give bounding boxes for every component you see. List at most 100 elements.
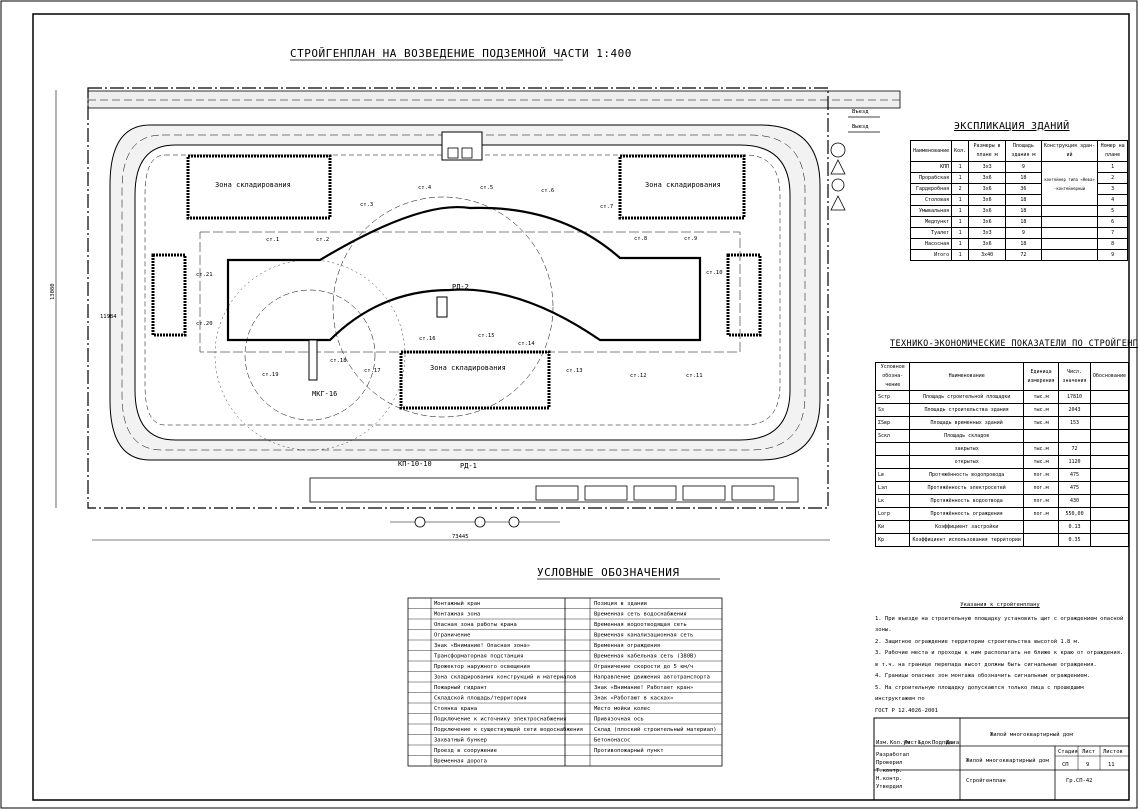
- explication-cell: 9: [1005, 227, 1042, 239]
- tech-cell: 2043: [1058, 403, 1091, 417]
- legend-left-item: Трансформаторная подстанция: [434, 654, 523, 660]
- tech-cell: [1089, 390, 1130, 404]
- crane-rd1-label: РД-1: [460, 462, 477, 470]
- dim-left: 13080: [50, 283, 56, 300]
- explication-cell: [1040, 227, 1099, 239]
- storage-zone-2: [618, 154, 746, 220]
- explication-cell: 72: [1005, 249, 1042, 261]
- explication-cell: 18: [1005, 194, 1042, 206]
- station-19: ст.19: [262, 372, 279, 378]
- tech-cell: пог.м: [1022, 468, 1060, 482]
- stamp-col-label: Изм.: [876, 740, 889, 746]
- explication-cell: Умывальная: [909, 205, 953, 217]
- tech-cell: [874, 442, 911, 456]
- site-fence: [87, 87, 829, 509]
- tech-cell: 475: [1058, 468, 1091, 482]
- tech-cell: Протяжённость водопровода: [909, 468, 1024, 482]
- drawing-title: СТРОЙГЕНПЛАН НА ВОЗВЕДЕНИЕ ПОДЗЕМНОЙ ЧАС…: [290, 47, 632, 60]
- note-item: 4. Границы опасных зон монтажа обозначит…: [875, 673, 1091, 679]
- station-3: ст.3: [360, 202, 373, 208]
- explication-cell: 18: [1005, 205, 1042, 217]
- tech-cell: Lэл: [874, 481, 911, 495]
- explication-cell: 6: [1097, 216, 1128, 228]
- explication-cell: 1: [951, 227, 970, 239]
- explication-header-0: Наименование: [909, 140, 953, 162]
- explication-cell: 36: [1005, 183, 1042, 195]
- tech-cell: Lв: [874, 468, 911, 482]
- tech-cell: тыс.м: [1022, 416, 1060, 430]
- stamp-sheet-title: Стройгенплан: [966, 778, 1006, 784]
- tech-cell: тыс.м: [1022, 442, 1060, 456]
- stamp-doc-name: Жилой многоквартирный дом: [966, 758, 1049, 764]
- explication-cell: Итого: [909, 249, 953, 261]
- crane-rd2-label: РД-2: [452, 283, 469, 291]
- explication-cell: 3: [1097, 183, 1128, 195]
- building-outline: [226, 206, 702, 342]
- stamp-org: Гр.СП-42: [1066, 778, 1093, 784]
- notes-title: Указания к стройгенплану: [960, 602, 1040, 608]
- exit-label: Выезд: [852, 124, 869, 130]
- explication-cell: 1: [951, 216, 970, 228]
- tech-cell: Коэффициент застройки: [909, 520, 1024, 534]
- stamp-col-label: Лист: [904, 740, 917, 746]
- storage-zone-2-label: Зона складирования: [645, 181, 721, 189]
- note-item: ГОСТ Р 12.4026-2001: [875, 707, 938, 714]
- stamp-role-label: Т.контр.: [876, 768, 903, 774]
- legend-right-item: Знак «Внимание! Работает кран»: [594, 684, 693, 691]
- legend-left-item: Стоянка крана: [434, 706, 477, 712]
- stamp-col-label: №док.: [918, 740, 935, 746]
- explication-header-5: Номер на плане: [1097, 140, 1128, 162]
- legend-right-item: Временная кабельная сеть (380B): [594, 653, 697, 660]
- station-12: ст.12: [630, 373, 647, 379]
- tech-cell: Площадь строительной площадки: [909, 390, 1024, 404]
- tech-cell: Площадь складов: [909, 429, 1024, 443]
- title-block: [873, 717, 1130, 801]
- station-10: ст.10: [706, 270, 723, 276]
- station-1: ст.1: [266, 237, 279, 243]
- stamp-stage-label: Стадия: [1058, 749, 1078, 755]
- stamp-role-label: Утвердил: [876, 784, 903, 790]
- station-14: ст.14: [518, 341, 535, 347]
- tech-header-4: Обоснование: [1089, 362, 1130, 391]
- explication-cell: [1040, 249, 1099, 261]
- note-item: 3. Рабочие места и проходы к ним распола…: [875, 650, 1124, 656]
- stamp-sheet: 9: [1086, 762, 1089, 768]
- explication-cell: 4: [1097, 194, 1128, 206]
- tech-cell: Площадь строительства здания: [909, 403, 1024, 417]
- dim-inner: 11984: [100, 314, 117, 320]
- tech-header-0: Условное обозна-чение: [874, 362, 911, 391]
- explication-cell: [1040, 205, 1099, 217]
- tech-cell: 0.13: [1058, 520, 1091, 534]
- station-20: ст.20: [196, 321, 213, 327]
- tech-cell: Протяжённость ограждения: [909, 507, 1024, 521]
- tech-cell: тыс.м: [1022, 455, 1060, 469]
- explication-title: ЭКСПЛИКАЦИЯ ЗДАНИЙ: [954, 121, 1070, 132]
- station-6: ст.6: [541, 188, 554, 194]
- legend-right-item: Ограничение скорости до 5 км/ч: [594, 664, 693, 670]
- tech-header-3: Числ. значения: [1058, 362, 1091, 391]
- legend-left-item: Монтажный кран: [434, 601, 480, 607]
- tech-cell: Площадь временных зданий: [909, 416, 1024, 430]
- legend-left-item: Подключение к источнику электроснабжения: [434, 716, 566, 723]
- tech-cell: Sз: [874, 403, 911, 417]
- tech-cell: [1089, 455, 1130, 469]
- legend-right-item: Позиция в здании: [594, 601, 647, 607]
- legend-right-item: Привязочная ось: [594, 717, 644, 723]
- note-item: 1. При въезде на строительную площадку у…: [875, 615, 1124, 634]
- explication-cell: 3х6: [968, 238, 1007, 250]
- tech-cell: 153: [1058, 416, 1091, 430]
- tech-cell: 1120: [1058, 455, 1091, 469]
- legend-right-item: Направление движения автотранспорта: [594, 675, 710, 681]
- station-2: ст.2: [316, 237, 329, 243]
- legend-right-item: Бетононасос: [594, 738, 630, 744]
- stamp-sheet-label: Лист: [1082, 749, 1095, 755]
